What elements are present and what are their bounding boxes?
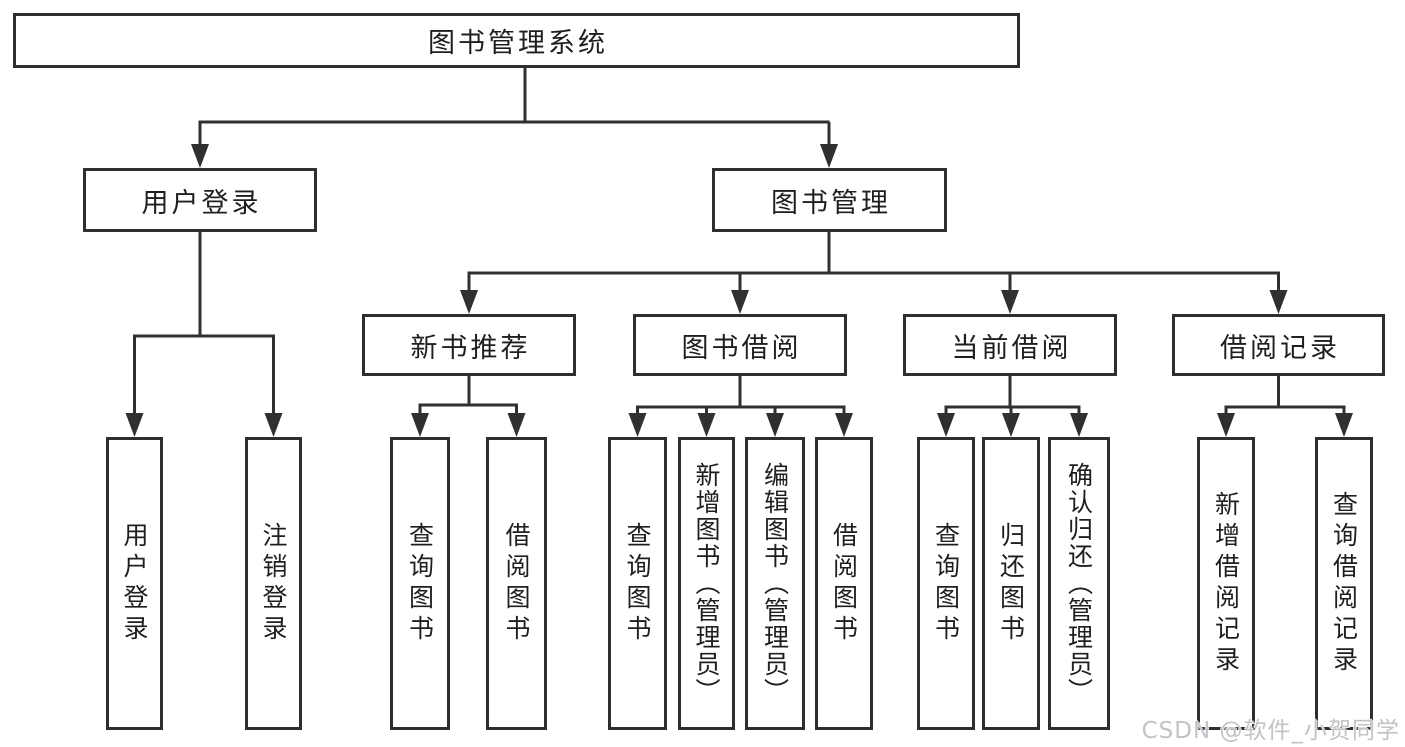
node-book-borrowing: 图书借阅 <box>633 314 847 376</box>
node-book-management: 图书管理 <box>712 168 947 232</box>
leaf-add-borrow-record: 新增借阅记录 <box>1197 437 1255 730</box>
watermark: CSDN @软件_小贺同学 <box>1141 718 1400 744</box>
leaf-borrow-books-recommend: 借阅图书 <box>486 437 547 730</box>
leaf-edit-book-admin: 编辑图书（管理员） <box>745 437 805 730</box>
node-library-management-system: 图书管理系统 <box>13 13 1020 68</box>
node-new-book-recommendation: 新书推荐 <box>362 314 576 376</box>
node-user-login: 用户登录 <box>83 168 317 232</box>
node-borrowing-records: 借阅记录 <box>1172 314 1385 376</box>
leaf-return-book: 归还图书 <box>982 437 1040 730</box>
node-current-borrowing: 当前借阅 <box>903 314 1117 376</box>
leaf-user-login: 用户登录 <box>106 437 163 730</box>
leaf-query-borrow-record: 查询借阅记录 <box>1315 437 1373 730</box>
leaf-query-books-borrowing: 查询图书 <box>608 437 667 730</box>
leaf-query-books-current: 查询图书 <box>917 437 975 730</box>
leaf-logout: 注销登录 <box>245 437 302 730</box>
leaf-confirm-return-admin: 确认归还（管理员） <box>1048 437 1110 730</box>
leaf-query-books-recommend: 查询图书 <box>390 437 450 730</box>
leaf-borrow-books-borrowing: 借阅图书 <box>815 437 873 730</box>
leaf-add-book-admin: 新增图书（管理员） <box>678 437 735 730</box>
